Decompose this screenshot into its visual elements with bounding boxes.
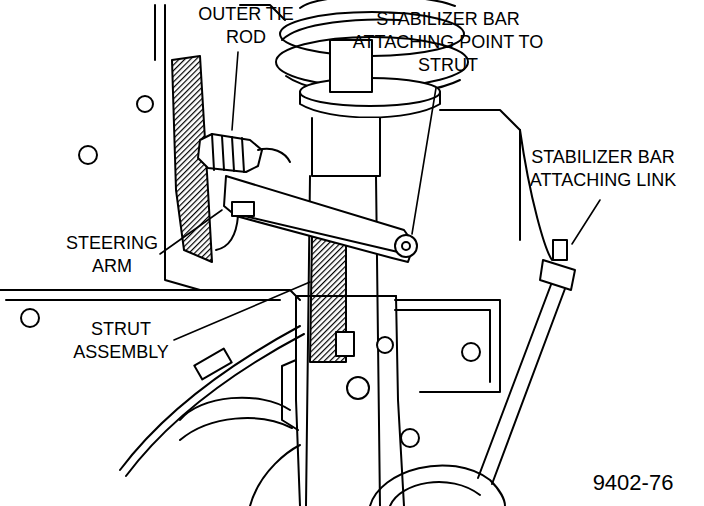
part-label: OUTER TIE ROD bbox=[196, 3, 296, 49]
part-label: STEERING ARM bbox=[52, 232, 172, 278]
part-label: STABILIZER BAR ATTACHING LINK bbox=[506, 146, 700, 192]
figure-number: 9402-76 bbox=[570, 470, 696, 496]
part-label: STRUT ASSEMBLY bbox=[56, 318, 186, 364]
part-label: STABILIZER BAR ATTACHING POINT TO STRUT bbox=[350, 8, 546, 77]
